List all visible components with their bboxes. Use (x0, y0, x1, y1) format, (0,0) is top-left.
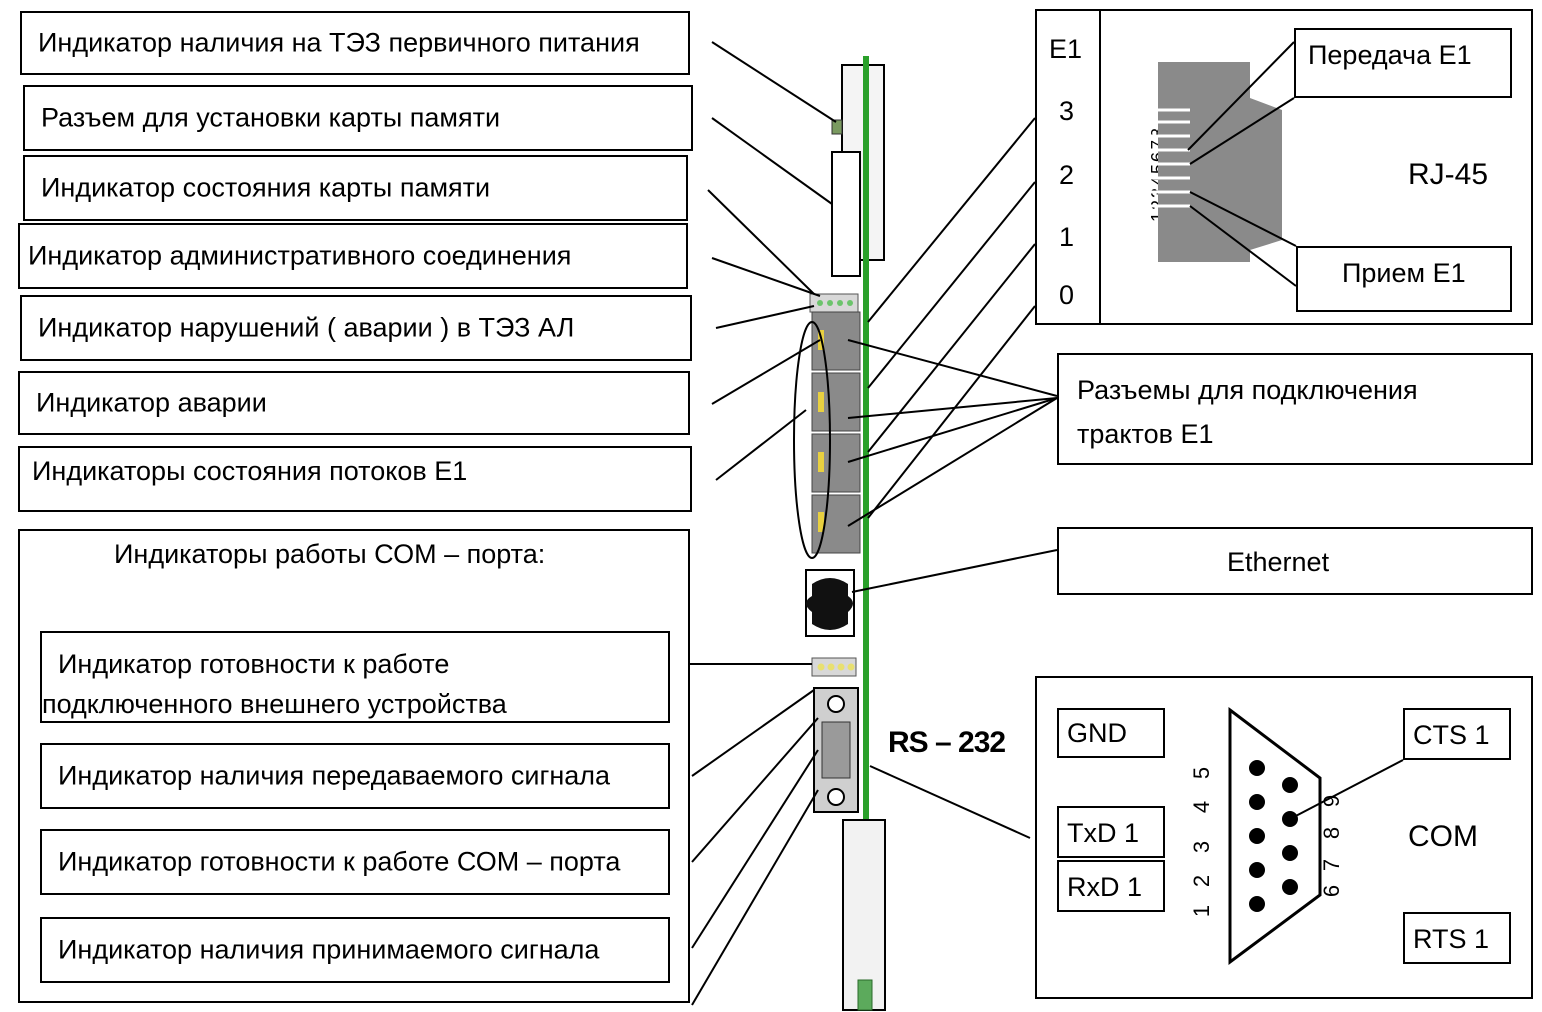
cts-label: CTS 1 (1413, 720, 1490, 750)
memory-card-slot (831, 151, 861, 277)
com-indicators-group: Индикаторы работы СОМ – порта: Индикатор… (18, 529, 690, 1003)
com-led-3 (837, 663, 845, 671)
com-item-device-ready: Индикатор готовности к работе подключенн… (40, 631, 670, 723)
port-label-e1: E1 (1049, 34, 1083, 64)
label-box-memory-slot: Разъем для установки карты памяти (23, 85, 693, 151)
rj45-detail-pins (1150, 108, 1190, 208)
cts-box: CTS 1 (1403, 708, 1511, 760)
port-label-0: 0 (1059, 280, 1075, 310)
rj45-jack-1 (811, 433, 861, 493)
port-ready-label: Индикатор готовности к работе СОМ – порт… (58, 846, 621, 877)
com-led-4 (847, 663, 855, 671)
com-item-rx-signal: Индикатор наличия принимаемого сигнала (40, 917, 670, 983)
memory-slot-label: Разъем для установки карты памяти (41, 102, 501, 133)
rx-e1-label: Прием Е1 (1342, 258, 1466, 288)
device-ready-line1: Индикатор готовности к работе (58, 649, 450, 679)
board-lower-section (842, 819, 886, 1011)
status-led-3 (837, 300, 843, 306)
ethernet-label: Ethernet (1227, 547, 1330, 577)
device-ready-line2: подключенного внешнего устройства (42, 689, 507, 719)
db9-shell (1228, 706, 1322, 965)
db9-pins (1249, 760, 1298, 912)
rs232-pin-block (821, 721, 851, 779)
rs232-screw-top (827, 695, 845, 713)
tx-signal-label: Индикатор наличия передаваемого сигнала (58, 760, 611, 791)
status-led-4 (847, 300, 853, 306)
label-box-alarm-indicator: Индикатор аварии (18, 371, 690, 435)
txd-box: TxD 1 (1057, 806, 1165, 858)
rts-label: RTS 1 (1413, 924, 1490, 954)
port-label-1: 1 (1059, 222, 1075, 252)
admin-connection-label: Индикатор административного соединения (28, 240, 572, 271)
rj45-jack-2 (811, 372, 861, 432)
rs232-screw-bottom (827, 788, 845, 806)
power-indicator-label: Индикатор наличия на ТЭЗ первичного пита… (38, 27, 640, 58)
rj45-label: RJ-45 (1408, 158, 1489, 191)
com-item-tx-signal: Индикатор наличия передаваемого сигнала (40, 743, 670, 809)
tx-e1-label: Передача Е1 (1308, 40, 1472, 70)
e1-connectors-line1: Разъемы для подключения (1077, 375, 1418, 405)
label-box-power-indicator: Индикатор наличия на ТЭЗ первичного пита… (20, 11, 690, 75)
rx-signal-label: Индикатор наличия принимаемого сигнала (58, 934, 600, 965)
com-led-2 (827, 663, 835, 671)
rj45-detail-body (1158, 62, 1282, 262)
com-label: COM (1408, 820, 1478, 853)
gnd-box: GND (1057, 708, 1165, 758)
label-box-admin-connection: Индикатор административного соединения (18, 223, 688, 289)
gnd-label: GND (1067, 718, 1127, 748)
fault-indicator-label: Индикатор нарушений ( аварии ) в ТЭЗ АЛ (38, 312, 575, 343)
tx-e1-box: Передача Е1 (1294, 28, 1512, 98)
ethernet-connector (806, 578, 853, 630)
port-label-2: 2 (1059, 160, 1075, 190)
alarm-indicator-label: Индикатор аварии (36, 387, 267, 418)
power-led (831, 119, 843, 135)
label-box-e1-status: Индикаторы состояния потоков Е1 (18, 446, 692, 512)
memory-state-label: Индикатор состояния карты памяти (41, 172, 491, 203)
port-number-column (1035, 9, 1101, 325)
port-label-3: 3 (1059, 96, 1075, 126)
e1-connectors-line2: трактов Е1 (1077, 419, 1214, 449)
rs232-label: RS – 232 (888, 726, 1006, 759)
rts-box: RTS 1 (1403, 912, 1511, 964)
status-led-2 (827, 300, 833, 306)
com-led-1 (817, 663, 825, 671)
status-led-1 (817, 300, 823, 306)
com-indicators-title: Индикаторы работы СОМ – порта: (114, 539, 546, 569)
rxd-box: RxD 1 (1057, 860, 1165, 912)
rx-e1-box: Прием Е1 (1296, 246, 1512, 312)
rxd-label: RxD 1 (1067, 872, 1143, 902)
leader-lines (690, 41, 1404, 1006)
label-box-memory-state: Индикатор состояния карты памяти (23, 155, 688, 221)
e1-jack-oval (793, 321, 831, 559)
label-box-fault-indicator: Индикатор нарушений ( аварии ) в ТЭЗ АЛ (20, 295, 692, 361)
e1-status-label: Индикаторы состояния потоков Е1 (32, 456, 468, 486)
com-item-port-ready: Индикатор готовности к работе СОМ – порт… (40, 829, 670, 895)
ethernet-box: Ethernet (1057, 527, 1533, 595)
board-bottom-hatch (857, 979, 873, 1011)
e1-connectors-box: Разъемы для подключения трактов Е1 (1057, 353, 1533, 465)
txd-label: TxD 1 (1067, 818, 1140, 848)
